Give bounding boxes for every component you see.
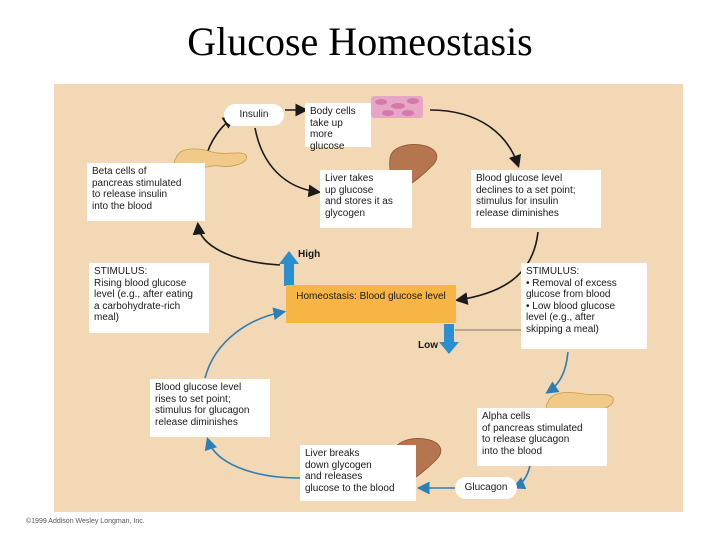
insulin-label: Insulin: [224, 104, 284, 126]
blood-declines-box: Blood glucose level declines to a set po…: [471, 170, 601, 228]
low-label: Low: [418, 340, 438, 351]
arrow-cells-to-decline: [430, 110, 518, 165]
copyright-credit: ©1999 Addison Wesley Longman, Inc.: [26, 518, 145, 525]
beta-cells-box: Beta cells of pancreas stimulated to rel…: [87, 163, 205, 221]
liver-breaks-box: Liver breaks down glycogen and releases …: [300, 445, 416, 501]
blood-rises-box: Blood glucose level rises to set point; …: [150, 379, 270, 437]
low-arrow-icon: [439, 324, 459, 354]
arrow-liver-to-rises: [208, 440, 300, 478]
liver-takes-up-box: Liver takes up glucose and stores it as …: [320, 170, 412, 228]
arrow-stimulus-to-beta: [198, 225, 280, 265]
body-cells-box: Body cells take up more glucose: [305, 103, 371, 147]
arrow-stimulus-to-alpha: [548, 352, 568, 392]
stimulus-dropping-box: STIMULUS: • Removal of excess glucose fr…: [521, 263, 647, 349]
stimulus-rising-box: STIMULUS: Rising blood glucose level (e.…: [89, 263, 209, 333]
high-arrow-icon: [279, 251, 299, 286]
alpha-cells-box: Alpha cells of pancreas stimulated to re…: [477, 408, 607, 466]
homeostasis-box: Homeostasis: Blood glucose level: [286, 285, 456, 323]
glucagon-label: Glucagon: [455, 477, 517, 499]
body-cells-icon: [371, 96, 423, 118]
high-label: High: [298, 249, 320, 260]
arrow-alpha-to-glucagon: [515, 466, 530, 487]
arrow-rises-to-homeostasis: [205, 312, 283, 378]
